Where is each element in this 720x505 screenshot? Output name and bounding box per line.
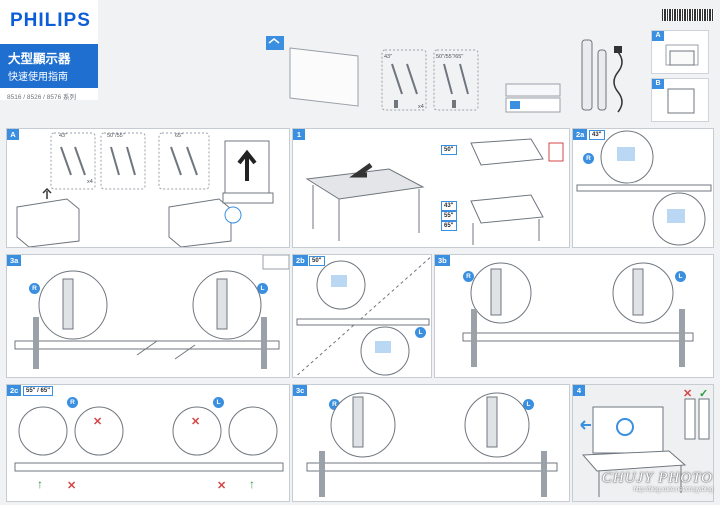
panel-step-3c: 3c R L [292, 384, 570, 502]
option-b-box: B [651, 78, 709, 122]
wrong-mark-icon: ✕ [93, 416, 103, 428]
step-2b-size: 50" [309, 256, 325, 266]
step-4-tag: 4 [573, 385, 585, 396]
step-1-size-65: 65" [441, 221, 457, 231]
page-title: 大型顯示器 [8, 52, 71, 66]
panel-a-size-1: 43" [59, 133, 68, 139]
step-3c-tag: 3c [293, 385, 308, 396]
correct-check-icon: ✓ [699, 388, 709, 400]
option-a-box: A [651, 30, 709, 74]
brand-logo: PHILIPS [10, 10, 91, 31]
panel-a-size-2: 50"/55" [107, 133, 125, 139]
unbox-icon [266, 36, 284, 50]
wall-mount-icon [667, 88, 695, 114]
watermark-url: http://blog.xuite.net/chujy/blog [633, 487, 713, 493]
wrong-mark-icon: ✕ [683, 388, 693, 400]
barcode [662, 9, 714, 21]
panel-step-3b: 3b R L [434, 254, 714, 378]
step-3c-right-badge: L [523, 399, 534, 410]
step-2b-side-badge: L [415, 327, 426, 338]
step-2c-right-badge: L [213, 397, 224, 408]
panel-step-4: 4 ✕ ✓ [572, 384, 714, 502]
step-1-size-50: 50" [441, 145, 457, 155]
option-a-badge: A [652, 31, 664, 41]
step-2c-left-badge: R [67, 397, 78, 408]
title-bar: 大型顯示器 快速使用指南 [0, 44, 98, 88]
step-2a-side-badge: R [583, 153, 594, 164]
top-size-large: 50"/55"/65" [436, 54, 464, 60]
panel-step-2b: 2b 50" L [292, 254, 432, 378]
step-3b-right-badge: L [675, 271, 686, 282]
watermark: CHUJY PHOTO http://blog.xuite.net/chujy/… [583, 470, 719, 504]
wrong-mark-icon: ✕ [67, 480, 77, 492]
tv-panel-drawing [289, 47, 359, 107]
step-3a-tag: 3a [7, 255, 22, 266]
option-b-badge: B [652, 79, 664, 89]
step-3b-left-badge: R [463, 271, 474, 282]
step-3b-tag: 3b [435, 255, 450, 266]
step-2c-tag: 2c [7, 385, 22, 396]
wrong-mark-icon: ✕ [191, 416, 201, 428]
series-label: 8516 / 8526 / 8576 系列 [7, 94, 77, 101]
box-contents-illustration [266, 36, 623, 113]
panel-a-screw-count: x4 [87, 179, 93, 185]
wrong-mark-icon: ✕ [217, 480, 227, 492]
correct-arrow-icon: ↑ [37, 477, 43, 491]
panel-step-2c: 2c 55" / 65" R L ✕ ✕ ↑ ✕ ✕ ↑ [6, 384, 290, 502]
top-size-small: 43" [384, 54, 393, 60]
page-subtitle: 快速使用指南 [8, 72, 68, 83]
brand-block: PHILIPS 大型顯示器 快速使用指南 8516 / 8526 / 8576 … [0, 0, 98, 101]
panel-step-1: 1 50" 43" 55" 65" [292, 128, 570, 248]
step-1-size-43: 43" [441, 201, 457, 211]
step-2c-size: 55" / 65" [23, 386, 54, 396]
top-screw-count: x4 [418, 104, 424, 110]
step-3a-right-badge: L [257, 283, 268, 294]
panel-a-unpack: A 43" 50"/55" 65" x4 [6, 128, 290, 248]
step-2a-tag: 2a [573, 129, 588, 140]
step-3a-left-badge: R [29, 283, 40, 294]
step-3c-left-badge: R [329, 399, 340, 410]
panel-a-size-3: 65" [175, 133, 184, 139]
step-1-tag: 1 [293, 129, 305, 140]
panel-step-3a: 3a R L [6, 254, 290, 378]
panel-step-2a: 2a 43" R [572, 128, 714, 248]
step-2a-size: 43" [589, 130, 605, 140]
step-2b-tag: 2b [293, 255, 308, 266]
watermark-name: CHUJY PHOTO [601, 470, 713, 486]
tv-in-box-icon [665, 44, 699, 66]
step-1-size-55: 55" [441, 211, 457, 221]
correct-arrow-icon: ↑ [249, 477, 255, 491]
panel-a-tag: A [7, 129, 19, 140]
